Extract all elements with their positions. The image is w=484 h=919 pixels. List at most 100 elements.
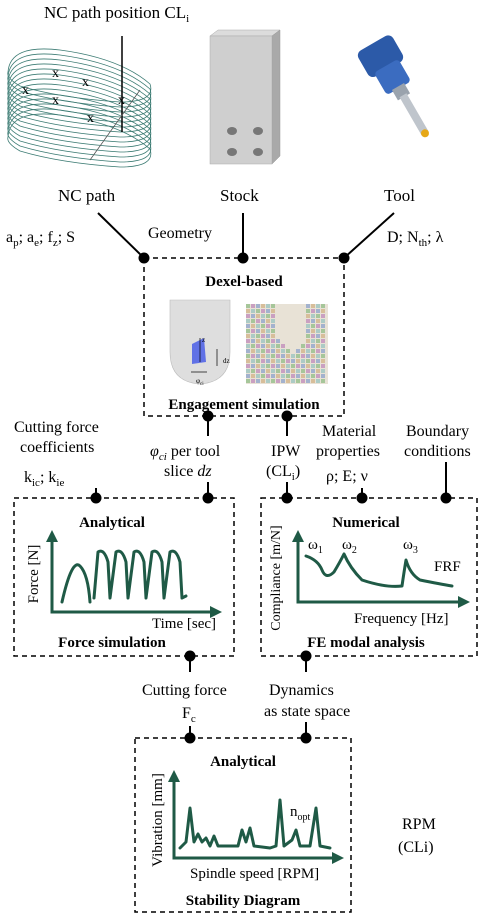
dexel-cell [321,319,325,323]
dexel-cell [246,339,250,343]
dexel-cell [256,374,260,378]
dexel-cell [271,354,275,358]
dexel-cell [251,349,255,353]
dexel-cell [256,309,260,313]
stock-label: Stock [220,186,259,205]
dexel-cell [311,309,315,313]
dexel-cell [316,349,320,353]
dexel-cell [266,309,270,313]
dexel-cell [306,329,310,333]
dexel-cell [246,354,250,358]
dexel-cell [246,324,250,328]
dexel-cell [306,374,310,378]
force-curve [92,549,188,600]
dexel-cell [281,379,285,383]
dexel-cell [286,349,290,353]
dexel-cell [271,319,275,323]
dexel-cell [276,344,280,348]
force-axes [50,538,214,614]
dexel-cell [261,344,265,348]
geometry-label: Geometry [148,225,212,242]
dexel-cell [266,324,270,328]
nopt-label: nopt [290,804,311,823]
dexel-cell [261,339,265,343]
nc-path-label: NC path [58,186,116,205]
dexel-cell [271,314,275,318]
dexel-cell [316,319,320,323]
dexel-cell [251,379,255,383]
dexel-cell [256,319,260,323]
dexel-cell [311,339,315,343]
dexel-cell [246,349,250,353]
dexel-workpiece-image [246,304,328,384]
dexel-cell [251,324,255,328]
force-curve [60,563,92,604]
dexel-cell [311,319,315,323]
dexel-cell [261,309,265,313]
dexel-cell [261,314,265,318]
path-marker: x [52,66,59,81]
stability-box-footer: Stability Diagram [186,893,301,909]
dexel-cell [266,364,270,368]
dexel-cell [261,334,265,338]
dexel-cell [261,329,265,333]
nc-path-loop [7,73,152,128]
dexel-cell [256,364,260,368]
force-box-type: Analytical [79,515,145,531]
path-marker: x [118,93,125,108]
dexel-cell [261,324,265,328]
material-label-2: properties [316,443,380,460]
dexel-cell [276,374,280,378]
omega2-label: ω2 [342,537,357,556]
dexel-cell [321,339,325,343]
dexel-cell [316,339,320,343]
dexel-cell [261,354,265,358]
dexel-cell [311,329,315,333]
dexel-cell [246,344,250,348]
ipw-label: IPW [271,443,301,460]
dexel-cell [291,369,295,373]
modal-axes [296,538,462,604]
k-coeffs-label: kic; kie [24,469,64,489]
dexel-cell [316,374,320,378]
dexel-cell [276,359,280,363]
dexel-cell [251,319,255,323]
boundary-label-2: conditions [404,443,471,460]
dexel-cell [281,369,285,373]
dexel-cell [306,334,310,338]
nc-path-loop [7,53,152,108]
dexel-cell [281,349,285,353]
boundary-label: Boundary [406,423,469,440]
dexel-cell [311,304,315,308]
machining-params-label: ap; ae; fz; S [6,229,75,249]
dexel-cell [306,339,310,343]
dexel-cell [276,369,280,373]
dexel-cell [256,304,260,308]
nc-path-loop [7,88,152,143]
phi-per-slice-label: φci per tool [150,443,221,463]
dexel-cell [321,324,325,328]
dexel-cell [286,369,290,373]
dexel-cell [291,359,295,363]
cutting-force-coeff-label: Cutting force [14,419,99,436]
dexel-cell [296,349,300,353]
dexel-cell [301,354,305,358]
dexel-cell [281,359,285,363]
dexel-cell [286,359,290,363]
dexel-cell [246,334,250,338]
path-marker: x [22,83,29,98]
engagement-footer: Engagement simulation [168,397,320,413]
dexel-cell [301,344,305,348]
stability-axes [172,778,336,860]
omega1-label: ω1 [308,537,323,556]
dexel-cell [306,379,310,383]
dexel-cell [291,379,295,383]
rpm-cli-label: (CLi) [398,839,434,856]
dexel-cell [301,364,305,368]
dexel-cell [271,374,275,378]
stability-curve [178,798,332,850]
dexel-cell [271,364,275,368]
dexel-cell [321,374,325,378]
dexel-cell [321,364,325,368]
dexel-cell [271,334,275,338]
